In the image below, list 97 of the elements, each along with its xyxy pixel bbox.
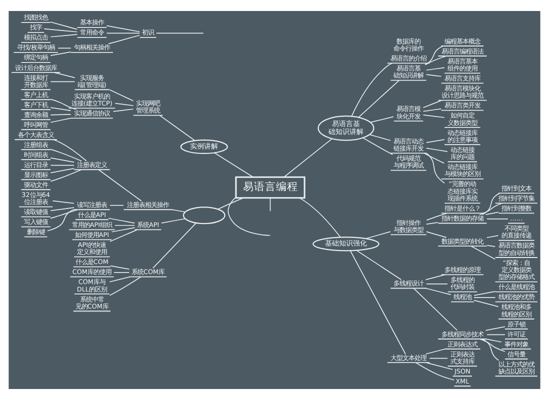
connector [422, 100, 442, 108]
connector [110, 265, 130, 270]
connector [50, 34, 78, 38]
connector [50, 164, 74, 166]
connector [50, 207, 74, 212]
connector [426, 139, 445, 143]
connector [159, 115, 196, 142]
connector [108, 34, 140, 44]
connector [356, 250, 402, 280]
connector [482, 192, 500, 215]
connector [108, 89, 134, 102]
connector [426, 67, 445, 71]
connector [106, 25, 140, 32]
connector [52, 139, 87, 162]
connector [474, 300, 499, 308]
connector [474, 297, 496, 298]
connector [351, 62, 392, 117]
connector [114, 224, 136, 226]
connector [50, 81, 76, 82]
connector [53, 72, 76, 78]
node-ellipse: 易语言基础知识讲解 [318, 116, 374, 141]
connector [50, 168, 74, 174]
connector [50, 114, 72, 116]
connector [370, 116, 394, 123]
connector [44, 28, 78, 32]
connector [486, 218, 508, 220]
connector [156, 32, 204, 34]
connector [425, 362, 454, 370]
connector [422, 114, 445, 118]
connector [112, 108, 134, 112]
connector [98, 169, 142, 202]
connector [46, 209, 74, 232]
connector [425, 274, 446, 280]
connector [429, 358, 448, 359]
connector [426, 74, 442, 77]
connector [109, 276, 142, 296]
connector [52, 200, 74, 204]
connector [422, 108, 442, 112]
connector [50, 209, 78, 219]
connector [284, 138, 333, 178]
node-ellipse: 基础知识强化 [312, 236, 380, 252]
connector [152, 222, 196, 269]
connector [106, 32, 140, 34]
connector [50, 158, 74, 163]
connector [426, 212, 448, 221]
connector [228, 196, 271, 236]
connector [424, 152, 445, 164]
connector [413, 288, 458, 331]
connector [109, 276, 130, 282]
connector [58, 48, 72, 49]
connector [50, 22, 78, 30]
connector [486, 334, 506, 336]
connector [425, 288, 452, 296]
connector [110, 204, 124, 206]
connector [474, 291, 496, 296]
connector [426, 152, 445, 184]
connector [470, 246, 496, 260]
connector [270, 198, 271, 212]
connector [426, 231, 447, 238]
connector [485, 326, 506, 331]
connector [485, 212, 499, 216]
connector [426, 148, 448, 152]
connector [426, 222, 438, 225]
connector [50, 118, 72, 123]
connector [486, 235, 499, 238]
connector [479, 338, 506, 352]
connector [425, 348, 446, 354]
connector [350, 250, 406, 354]
connector [110, 229, 138, 242]
connector [218, 197, 244, 210]
connector [111, 227, 136, 232]
connector [369, 134, 391, 141]
connector [485, 338, 502, 342]
connector [358, 80, 400, 118]
node-box: 易语言编程 [235, 176, 306, 199]
connector [172, 209, 186, 212]
connector [161, 218, 186, 224]
connector [482, 338, 500, 361]
connector [50, 169, 82, 182]
connector [50, 51, 72, 56]
connector [425, 46, 444, 66]
connector [486, 244, 496, 247]
node-ellipse: 实例讲解 [180, 139, 228, 154]
connector [50, 107, 72, 112]
connector [479, 202, 502, 216]
connector [50, 98, 77, 110]
connector [415, 362, 455, 380]
node-ellipse [182, 206, 226, 224]
connector [108, 218, 136, 224]
connector [114, 102, 134, 106]
connector [114, 272, 130, 273]
connector [365, 231, 391, 240]
connector [362, 137, 394, 156]
connector [424, 56, 447, 65]
connector [298, 197, 341, 238]
connector [214, 152, 254, 178]
connector [50, 148, 82, 162]
